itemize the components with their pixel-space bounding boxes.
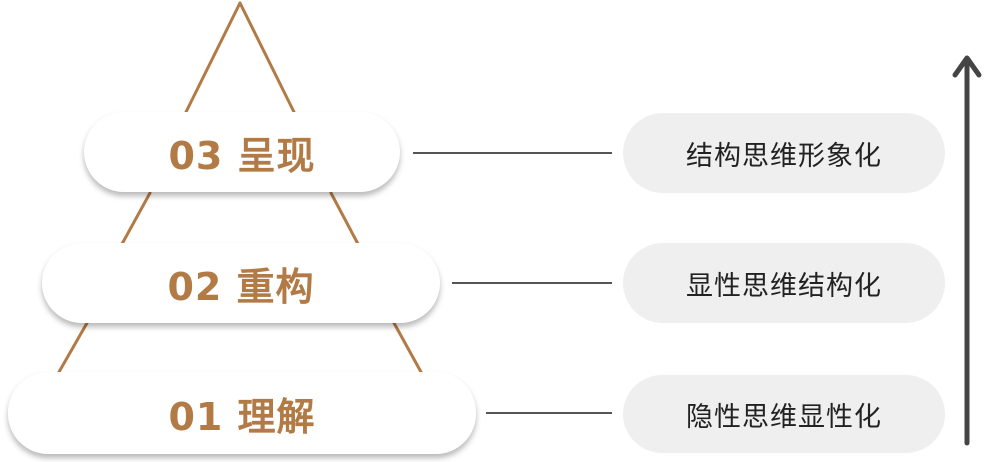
level-03-label: 03 呈现 <box>168 133 316 178</box>
pyramid-mid-left-line <box>120 191 152 246</box>
level-02-description: 显性思维结构化 <box>686 270 882 302</box>
pyramid-mid-right-line <box>329 191 360 246</box>
pyramid-base-left-line <box>57 321 89 374</box>
level-01-label: 01 理解 <box>168 394 316 439</box>
level-01-description-box: 隐性思维显性化 <box>623 375 945 453</box>
level-03-pill: 03 呈现 <box>84 112 400 192</box>
pyramid-base-right-line <box>392 321 423 374</box>
upward-arrow-icon <box>952 55 982 446</box>
level-02-description-box: 显性思维结构化 <box>623 243 945 323</box>
level-01-pill: 01 理解 <box>8 372 476 454</box>
pyramid-apex-left-line <box>184 1 242 114</box>
pyramid-apex-right-line <box>238 1 296 114</box>
level-03-description: 结构思维形象化 <box>686 140 882 172</box>
level-01-description: 隐性思维显性化 <box>686 401 882 433</box>
level-02-pill: 02 重构 <box>42 243 440 323</box>
level-03-description-box: 结构思维形象化 <box>623 113 945 193</box>
level-02-label: 02 重构 <box>167 264 315 309</box>
